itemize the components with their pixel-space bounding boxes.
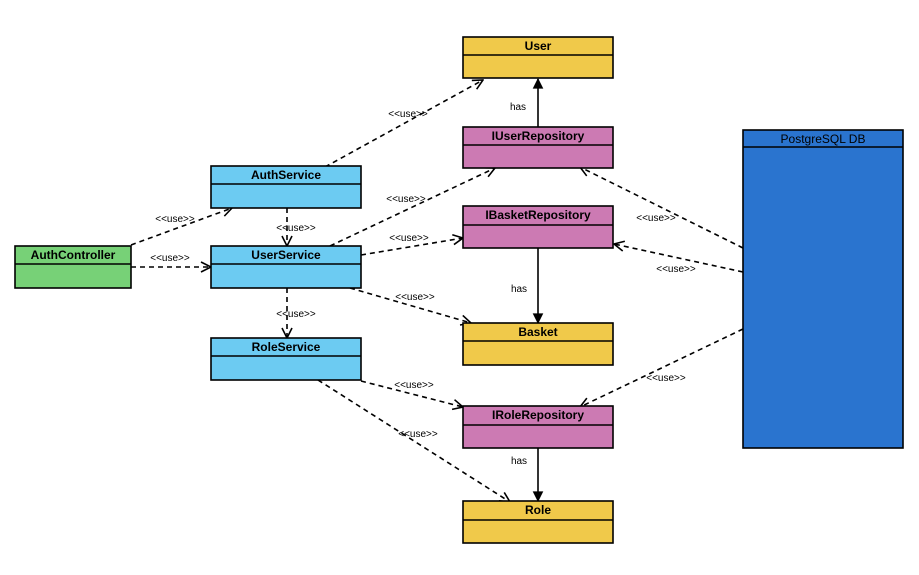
edge-label: <<use>>: [656, 264, 696, 275]
node-user-service[interactable]: UserService: [210, 245, 362, 289]
edge-iuserrepo-to-user: has: [510, 79, 538, 127]
node-title: AuthController: [31, 248, 116, 262]
edge-userservice-to-iuserrepo: <<use>>: [329, 168, 495, 247]
edge-label: <<use>>: [388, 109, 428, 120]
node-title: RoleService: [252, 340, 321, 354]
node-title: Role: [525, 503, 551, 517]
edge-label: <<use>>: [636, 213, 676, 224]
edge-label: has: [511, 456, 527, 467]
edge-authservice-to-userservice: <<use>>: [276, 208, 316, 246]
edge-ibasketrepo-to-basket: has: [511, 248, 538, 323]
edge-userservice-to-basket: <<use>>: [349, 287, 471, 323]
edge-irolerepo-to-role: has: [511, 448, 538, 501]
node-postgresql-db[interactable]: PostgreSQL DB: [742, 129, 904, 449]
node-title: IRoleRepository: [492, 408, 584, 422]
edge-label: <<use>>: [386, 194, 426, 205]
edge-label: has: [510, 102, 526, 113]
edge-db-to-ibasketrepo: <<use>>: [614, 244, 744, 275]
edge-db-to-irolerepo: <<use>>: [580, 328, 744, 407]
nodes-layer: AuthController AuthService UserService R…: [14, 36, 904, 544]
node-title: IUserRepository: [492, 129, 585, 143]
node-user[interactable]: User: [462, 36, 614, 79]
node-irole-repository[interactable]: IRoleRepository: [462, 405, 614, 449]
edge-roleservice-to-irolerepo: <<use>>: [360, 380, 463, 407]
edge-label: <<use>>: [646, 373, 686, 384]
node-title: Basket: [518, 325, 557, 339]
edge-label: <<use>>: [155, 214, 195, 225]
edge-label: <<use>>: [389, 233, 429, 244]
node-auth-service[interactable]: AuthService: [210, 165, 362, 209]
node-role-service[interactable]: RoleService: [210, 337, 362, 381]
edge-authservice-to-user: <<use>>: [324, 80, 483, 168]
edges-layer: <<use>> <<use>> <<use>> <<use>> <<use>> …: [130, 79, 744, 502]
edge-label: <<use>>: [395, 292, 435, 303]
node-title: User: [525, 39, 552, 53]
node-title: PostgreSQL DB: [781, 132, 866, 146]
edge-db-to-iuserrepo: <<use>>: [580, 167, 744, 249]
edge-userservice-to-roleservice: <<use>>: [276, 288, 316, 338]
node-role[interactable]: Role: [462, 500, 614, 544]
edge-controller-to-userservice: <<use>>: [131, 253, 211, 267]
node-title: UserService: [251, 248, 321, 262]
edge-label: <<use>>: [398, 429, 438, 440]
node-ibasket-repository[interactable]: IBasketRepository: [462, 205, 614, 249]
edge-label: <<use>>: [394, 380, 434, 391]
node-title: IBasketRepository: [485, 208, 591, 222]
node-iuser-repository[interactable]: IUserRepository: [462, 126, 614, 169]
edge-label: <<use>>: [276, 223, 316, 234]
edge-userservice-to-ibasketrepo: <<use>>: [360, 233, 463, 256]
edge-roleservice-to-role: <<use>>: [317, 379, 510, 502]
node-basket[interactable]: Basket: [462, 322, 614, 366]
edge-label: <<use>>: [276, 309, 316, 320]
node-auth-controller[interactable]: AuthController: [14, 245, 132, 289]
edge-label: has: [511, 284, 527, 295]
node-title: AuthService: [251, 168, 321, 182]
edge-label: <<use>>: [150, 253, 190, 264]
edge-controller-to-authservice: <<use>>: [130, 208, 232, 246]
